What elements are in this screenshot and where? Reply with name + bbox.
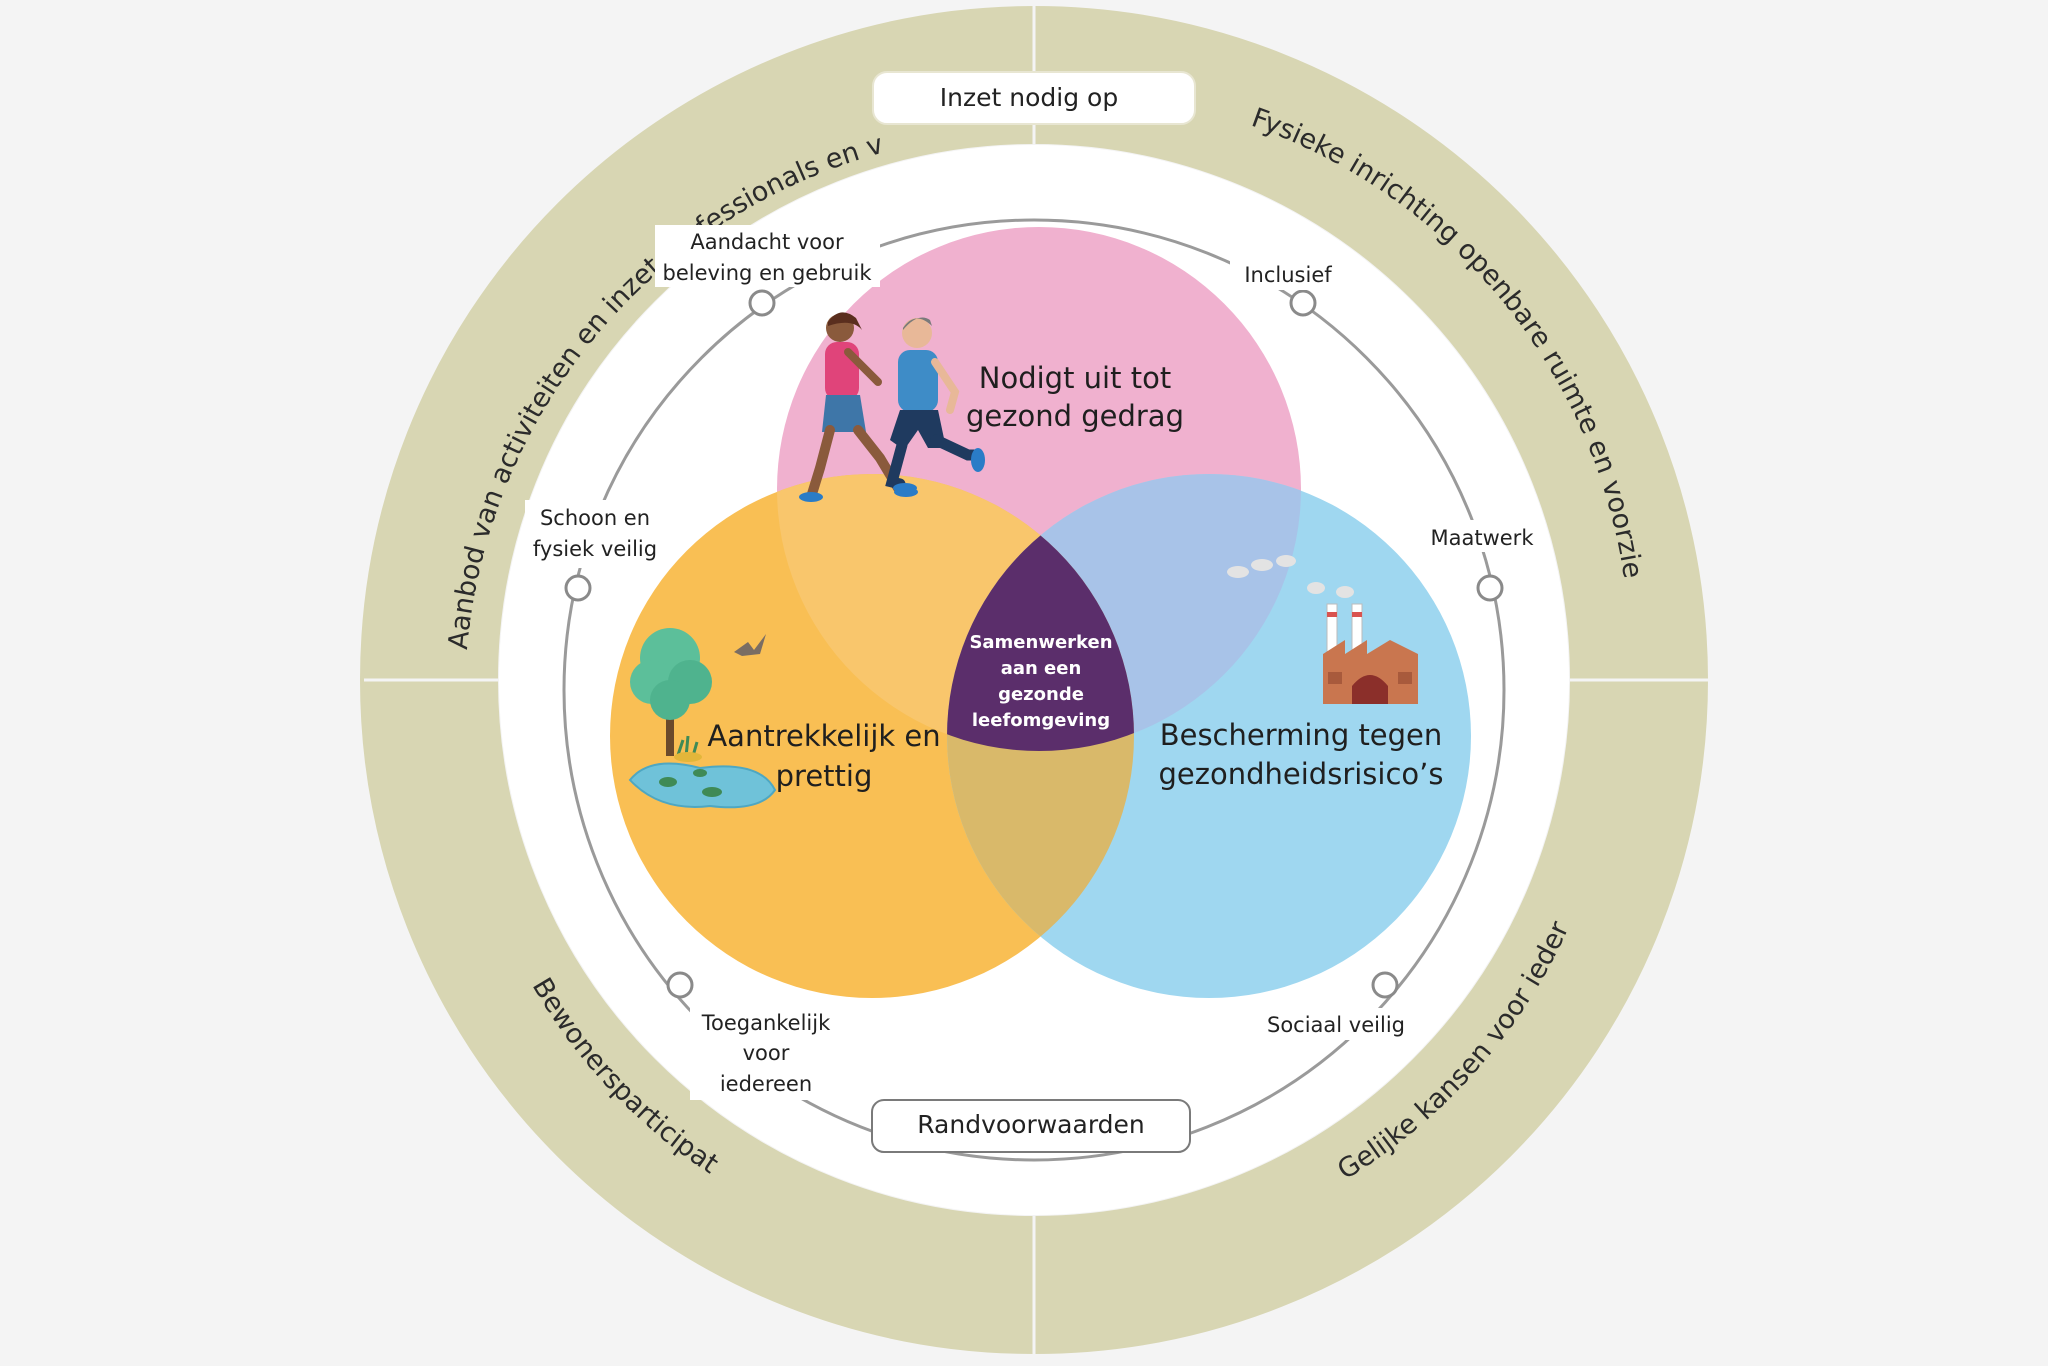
node-label-beleving: Aandacht voor beleving en gebruik (655, 225, 880, 287)
node-marker-sociaal (1371, 971, 1399, 999)
node-marker-schoon (564, 574, 592, 602)
venn-label-right: Bescherming tegen gezondheidsrisico’s (1159, 718, 1444, 791)
venn (610, 227, 1471, 998)
svg-text:Aantrekkelijk en: Aantrekkelijk en (707, 719, 940, 753)
svg-text:Nodigt uit tot: Nodigt uit tot (979, 361, 1171, 395)
node-label-inclusief: Inclusief (1230, 258, 1350, 290)
venn-center (947, 474, 1134, 751)
svg-text:beleving en gebruik: beleving en gebruik (662, 261, 872, 285)
bottom-label-text: Randvoorwaarden (917, 1110, 1145, 1139)
runners-illustration (799, 312, 985, 502)
svg-text:gezond gedrag: gezond gedrag (966, 399, 1184, 433)
svg-text:leefomgeving: leefomgeving (972, 710, 1110, 731)
venn-label-center: Samenwerken aan een gezonde leefomgeving (969, 632, 1112, 731)
node-marker-maatwerk (1476, 574, 1504, 602)
svg-text:gezonde: gezonde (998, 684, 1084, 705)
svg-text:prettig: prettig (776, 759, 873, 793)
node-label-schoon: Schoon en fysiek veilig (525, 500, 665, 568)
svg-text:Maatwerk: Maatwerk (1431, 526, 1535, 550)
svg-text:iedereen: iedereen (720, 1072, 812, 1096)
inner-ring (562, 218, 1506, 1162)
tree-pond-illustration (628, 628, 777, 809)
svg-text:gezondheidsrisico’s: gezondheidsrisico’s (1159, 757, 1444, 791)
node-label-sociaal: Sociaal veilig (1260, 1008, 1415, 1040)
svg-text:Sociaal veilig: Sociaal veilig (1267, 1013, 1405, 1037)
bottom-label-box: Randvoorwaarden (871, 1099, 1191, 1153)
top-label-box: Inzet nodig op (872, 71, 1196, 125)
svg-text:Bescherming tegen: Bescherming tegen (1160, 718, 1443, 752)
venn-label-left: Aantrekkelijk en prettig (707, 719, 940, 793)
svg-text:Samenwerken: Samenwerken (969, 632, 1112, 653)
ring-nodes (564, 289, 1504, 999)
svg-text:voor: voor (743, 1041, 790, 1065)
node-marker-inclusief (1289, 289, 1317, 317)
factory-illustration (1227, 555, 1418, 704)
svg-text:fysiek veilig: fysiek veilig (533, 537, 657, 561)
svg-text:Toegankelijk: Toegankelijk (701, 1011, 831, 1035)
node-label-toegankelijk: Toegankelijk voor iedereen (690, 1005, 840, 1100)
svg-text:aan een: aan een (1001, 658, 1082, 679)
node-marker-beleving (748, 289, 776, 317)
svg-text:Inclusief: Inclusief (1244, 263, 1332, 287)
svg-text:Aandacht voor: Aandacht voor (690, 230, 844, 254)
svg-text:Schoon en: Schoon en (540, 506, 650, 530)
node-marker-toegankelijk (666, 971, 694, 999)
venn-label-top: Nodigt uit tot gezond gedrag (966, 361, 1184, 433)
top-label-text: Inzet nodig op (940, 83, 1118, 112)
node-label-maatwerk: Maatwerk (1420, 520, 1545, 552)
